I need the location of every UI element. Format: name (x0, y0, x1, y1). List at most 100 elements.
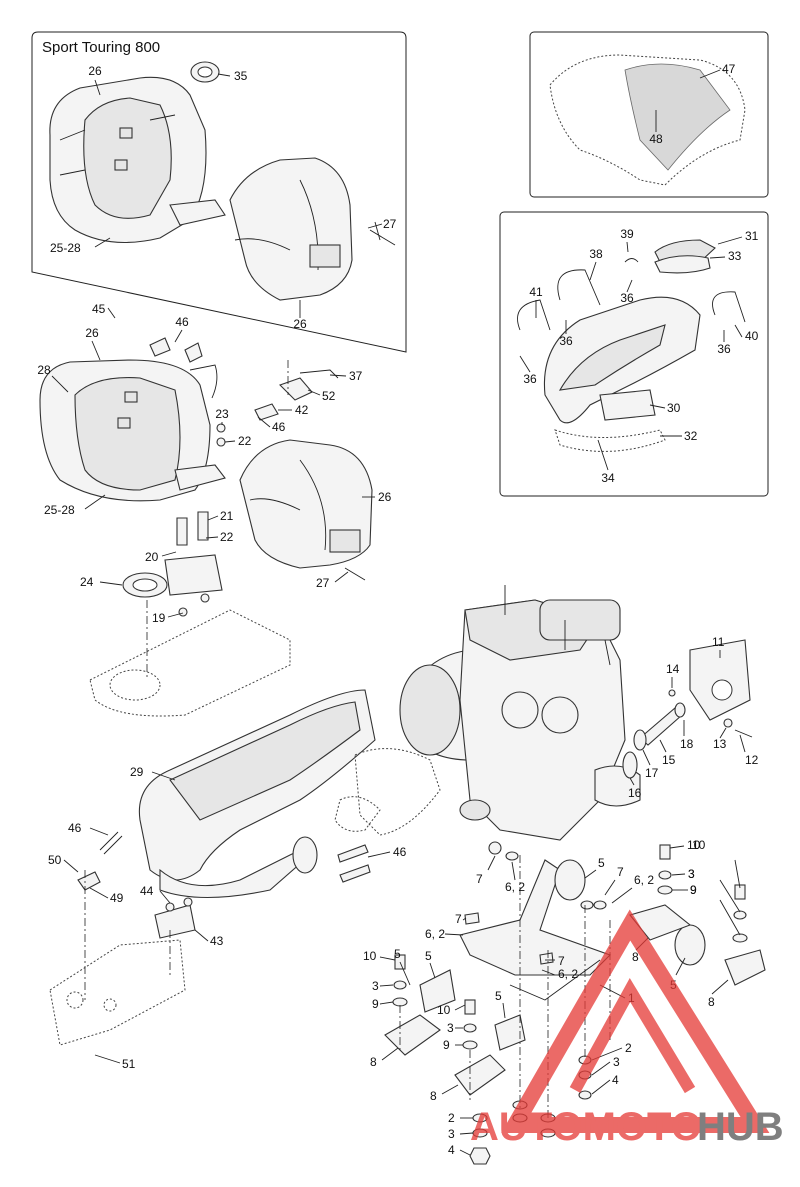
callout-c3e: 3 (591, 1055, 620, 1076)
callout-label: 10 (437, 1003, 451, 1017)
callout-label: 4 (612, 1073, 619, 1087)
callout-label: 8 (708, 995, 715, 1009)
callout-c2528a: 25-28 (50, 237, 111, 255)
callout-label: 30 (667, 401, 681, 415)
callout-leader (709, 256, 726, 259)
callout-leader (99, 581, 123, 586)
callout-leader (167, 612, 184, 618)
springs-inset (517, 239, 746, 331)
callout-c3a: 3 (671, 867, 695, 881)
heat-shield-26 (239, 439, 373, 569)
callout-leader (611, 887, 633, 904)
callout-leader (205, 536, 219, 539)
callout-label: 37 (349, 369, 363, 383)
callout-label: 11 (712, 635, 725, 649)
callout-c39: 39 (620, 227, 634, 253)
inset-title: Sport Touring 800 (42, 39, 160, 56)
callout-c26c: 26 (85, 326, 101, 361)
callout-label: 17 (645, 766, 659, 780)
callout-label: 52 (322, 389, 336, 403)
callout-c16: 16 (628, 777, 642, 800)
callout-leader (224, 440, 236, 443)
callout-c17: 17 (642, 749, 659, 780)
callout-label: 51 (122, 1057, 136, 1071)
bracket-43-hardware (77, 871, 196, 939)
callout-label: 6, 2 (425, 927, 445, 941)
callout-leader (381, 1047, 399, 1061)
callout-label: 26 (293, 317, 307, 331)
callout-c10b: 10 (692, 838, 741, 889)
engine-mount-plate (459, 859, 612, 1001)
callout-c5c: 5 (394, 947, 411, 986)
callout-label: 12 (745, 753, 759, 767)
callout-c37: 37 (329, 369, 363, 383)
callout-leader (94, 79, 101, 96)
callout-leader (626, 241, 629, 253)
callout-label: 31 (745, 229, 759, 243)
callout-label: 5 (495, 989, 502, 1003)
callout-leader (367, 223, 383, 229)
callout-c36b: 36 (559, 320, 573, 348)
callout-label: 8 (370, 1055, 377, 1069)
callout-label: 4 (448, 1143, 455, 1157)
callout-c21: 21 (207, 509, 234, 523)
callout-leader (207, 515, 219, 521)
callout-c9b: 9 (690, 883, 741, 936)
callout-label: 40 (745, 329, 759, 343)
callout-label: 15 (662, 753, 676, 767)
callout-c3d: 3 (447, 1021, 463, 1035)
callout-leader (217, 73, 231, 77)
callout-label: 10 (687, 838, 701, 852)
callout-c7d: 7 (545, 954, 565, 968)
callout-label: 20 (145, 550, 159, 564)
inset-box-heat-shield (529, 31, 769, 198)
callout-leader (329, 374, 347, 377)
callout-leader (459, 1132, 474, 1135)
callout-leader (719, 727, 727, 739)
callout-c43: 43 (194, 929, 224, 948)
muffler-inset (49, 76, 226, 244)
muffler-main (39, 359, 226, 502)
gasket-35 (190, 61, 220, 83)
callout-c33: 33 (709, 249, 742, 263)
callout-leader (734, 324, 743, 338)
callout-label: 3 (613, 1055, 620, 1069)
callout-c45: 45 (92, 302, 116, 319)
callout-leader (699, 69, 721, 79)
callout-c62c: 6, 2 (425, 927, 464, 941)
callout-label: 43 (210, 934, 224, 948)
callout-c62b: 6, 2 (611, 873, 654, 904)
callout-label: 6, 2 (505, 880, 525, 894)
callout-leader (51, 375, 69, 393)
callout-leader (719, 899, 741, 936)
callout-label: 3 (688, 867, 695, 881)
callout-label: 36 (523, 372, 537, 386)
callout-label: 3 (447, 1021, 454, 1035)
callout-c47: 47 (699, 62, 736, 79)
callout-c23: 23 (215, 407, 229, 425)
callout-leader (502, 1002, 506, 1019)
callout-c4a: 4 (591, 1073, 619, 1095)
callout-label: 24 (80, 575, 94, 589)
watermark-logo: AUTOMOTO HUB (470, 909, 784, 1149)
callout-c10d: 10 (437, 1003, 466, 1017)
callout-c2528b: 25-28 (44, 494, 106, 517)
rubber-mounts (419, 859, 706, 1051)
callout-c9d: 9 (443, 1038, 463, 1052)
callout-label: 27 (316, 576, 330, 590)
callout-leader (91, 340, 101, 361)
callout-leader (161, 551, 177, 557)
callout-leader (379, 956, 396, 961)
callout-leader (174, 329, 183, 343)
callout-leader (719, 879, 741, 913)
callout-leader (94, 237, 111, 248)
callout-leader (462, 917, 467, 921)
callout-leader (669, 845, 685, 849)
callout-leader (459, 1149, 471, 1156)
callout-c13: 13 (713, 727, 727, 751)
callout-label: 45 (92, 302, 106, 316)
callout-c62d: 6, 2 (541, 967, 578, 981)
callout-c46a: 46 (174, 315, 189, 343)
